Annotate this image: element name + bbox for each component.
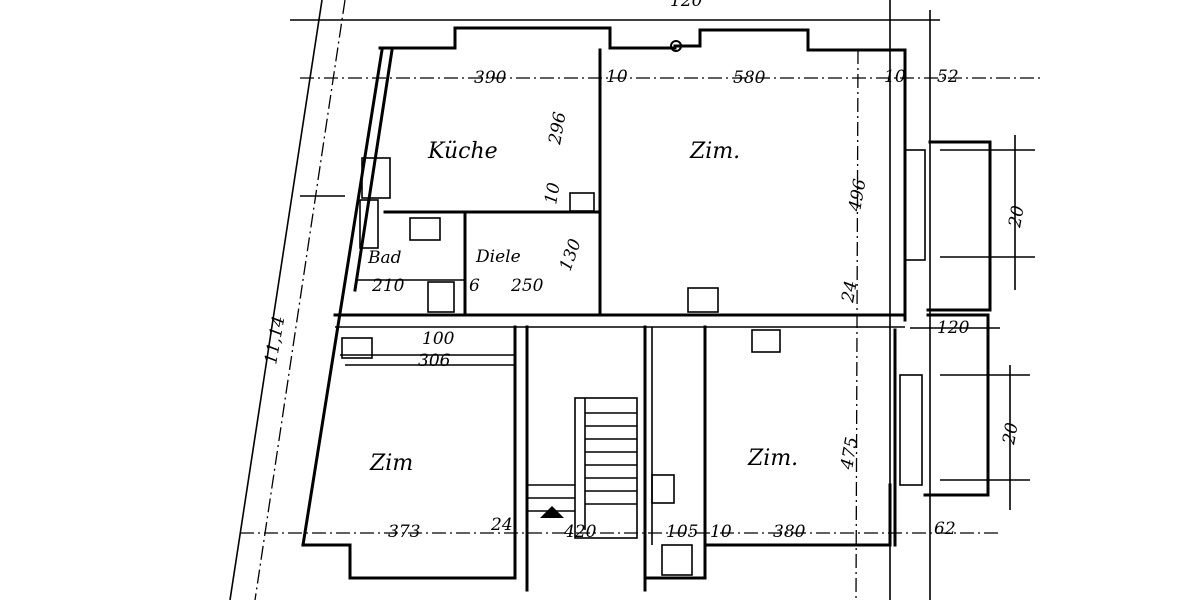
dimension-lines (229, 0, 1040, 600)
dim-label: 10 (884, 67, 906, 87)
dim-label: 580 (733, 68, 766, 88)
room-label-kitchen: Küche (427, 139, 498, 164)
dim-label: 475 (837, 435, 863, 471)
dim-label: 24 (490, 515, 513, 535)
balconies (899, 140, 992, 497)
dim-label: 6 (469, 276, 480, 296)
dim-label: 306 (418, 351, 451, 371)
dim-label: 130 (556, 236, 586, 274)
room-label-hall: Diele (475, 247, 521, 267)
dim-label: 105 (666, 522, 698, 542)
dim-label: 390 (474, 68, 507, 88)
staircase (527, 397, 638, 539)
dim-label: 20 (1005, 204, 1029, 230)
dim-label: 24 (838, 279, 862, 305)
dim-label: 120 (670, 0, 703, 11)
dim-label: 10 (606, 67, 628, 87)
dim-label: 10 (710, 522, 732, 542)
dim-label: 52 (937, 67, 959, 87)
room-label-bottom-left: Zim (369, 451, 413, 476)
dim-label: 250 (510, 276, 544, 296)
interior-walls (333, 48, 907, 592)
dim-label: 496 (845, 177, 871, 214)
dim-label: 100 (422, 329, 455, 349)
fixtures (341, 157, 781, 576)
room-label-top-right: Zim. (689, 139, 740, 164)
dim-label: 10 (541, 181, 564, 206)
dim-label: 11,14 (261, 314, 289, 365)
room-label-bath: Bad (367, 248, 402, 268)
dim-label: 62 (934, 519, 956, 539)
room-label-bottom-right: Zim. (747, 446, 798, 471)
dim-label: 420 (563, 522, 597, 542)
dim-label: 373 (388, 522, 420, 542)
dim-label: 380 (773, 522, 806, 542)
dim-label: 120 (937, 318, 970, 338)
dim-label: 210 (371, 276, 405, 296)
exterior-walls (301, 26, 907, 580)
dim-label: 296 (545, 110, 571, 147)
dim-label: 20 (999, 421, 1023, 447)
